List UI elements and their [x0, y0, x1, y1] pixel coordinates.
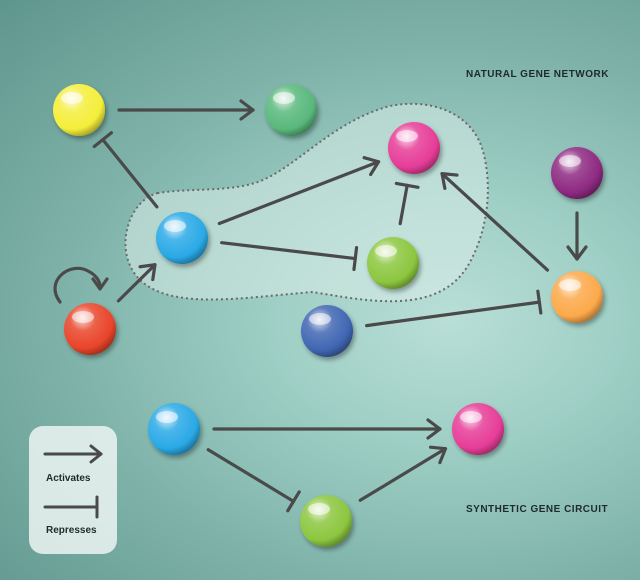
- natural-gene-network-label: NATURAL GENE NETWORK: [466, 69, 609, 80]
- edges-layer: [53, 99, 588, 513]
- nodes-layer: [53, 84, 603, 547]
- legend-activates-label: Activates: [46, 473, 91, 484]
- activates-arrow-icon: [43, 444, 103, 464]
- edge-lime-bottom-activates-pink-bottom: [358, 445, 448, 502]
- edge-navy-represses-orange-right: [365, 289, 543, 328]
- gene-node-red: [64, 303, 116, 355]
- gene-node-navy: [301, 305, 353, 357]
- gene-node-pink-top: [388, 122, 440, 174]
- legend-represses-label: Represses: [46, 525, 97, 536]
- gene-node-pink-bottom: [452, 403, 504, 455]
- legend: Activates Represses: [29, 426, 117, 554]
- gene-node-blue-bottom: [148, 403, 200, 455]
- legend-symbols: [43, 444, 103, 519]
- synthetic-gene-circuit-label: SYNTHETIC GENE CIRCUIT: [466, 504, 609, 515]
- edge-yellow-activates-green-top: [117, 99, 255, 121]
- gene-node-blue-mid: [156, 212, 208, 264]
- edge-blue-bottom-represses-lime-bottom: [206, 448, 301, 513]
- edge-lime-mid-represses-pink-top: [394, 181, 420, 226]
- edge-blue-mid-activates-pink-top: [217, 156, 381, 226]
- edge-blue-mid-represses-yellow: [92, 131, 159, 209]
- edge-red-activates-red: [53, 266, 109, 304]
- edge-orange-right-activates-pink-top: [440, 172, 550, 272]
- gene-node-lime-bottom: [300, 495, 352, 547]
- edge-purple-activates-orange-right: [566, 211, 588, 261]
- edge-blue-bottom-activates-pink-bottom: [212, 418, 442, 440]
- gene-node-lime-mid: [367, 237, 419, 289]
- gene-node-yellow: [53, 84, 105, 136]
- gene-node-purple: [551, 147, 603, 199]
- gene-node-orange-right: [551, 271, 603, 323]
- gene-node-green-top: [265, 84, 317, 136]
- edge-red-activates-blue-mid: [116, 263, 157, 303]
- edge-blue-mid-represses-lime-mid: [220, 241, 359, 272]
- represses-bar-icon: [43, 495, 99, 519]
